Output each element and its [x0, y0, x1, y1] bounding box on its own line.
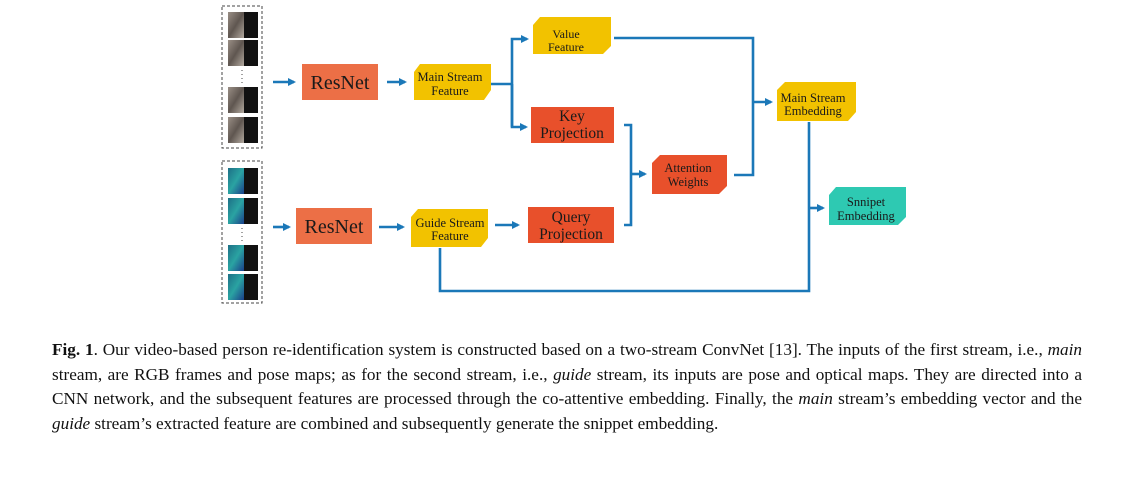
- connectors: [273, 35, 825, 293]
- arrow-to-key-projection: [510, 84, 528, 131]
- caption-emphasis-main-2: main: [798, 389, 833, 408]
- caption-text-5: stream’s extracted feature are combined …: [90, 413, 719, 433]
- main-stream-embedding-node: Main Stream Embedding: [777, 82, 856, 121]
- architecture-diagram: ResNet ResNet Main Stream Feature Guide …: [221, 5, 906, 304]
- caption-text-3: stream, its inputs are pose and optical …: [52, 364, 1082, 409]
- caption-emphasis-guide-1: guide: [553, 364, 592, 384]
- guide-stream-feature-line2: Feature: [431, 229, 469, 243]
- key-projection-node: Key Projection: [531, 107, 614, 143]
- caption-text-4: stream’s embedding vector and the: [832, 389, 1083, 408]
- main-stream-input-frames: [221, 5, 263, 149]
- value-feature-line1: Value: [552, 27, 579, 41]
- attention-weights-line1: Attention: [664, 161, 712, 175]
- snippet-embedding-node: Snnipet Embedding: [829, 187, 906, 225]
- caption-text-1: . Our video-based person re-identificati…: [93, 340, 1048, 359]
- arrow-to-value-feature: [510, 35, 529, 127]
- resnet-top-label: ResNet: [311, 72, 370, 94]
- value-feature-line2: Feature: [548, 40, 584, 54]
- caption-emphasis-main-1: main: [1047, 340, 1082, 359]
- attention-weights-line2: Weights: [668, 175, 709, 189]
- key-projection-line2: Projection: [540, 125, 604, 142]
- snippet-embedding-line2: Embedding: [837, 209, 895, 223]
- caption-text-2: stream, are RGB frames and pose maps; as…: [52, 364, 554, 384]
- main-stream-feature-line2: Feature: [431, 84, 469, 98]
- guide-feature-skip-path: [438, 122, 811, 293]
- guide-stream-feature-node: Guide Stream Feature: [411, 209, 488, 247]
- figure-label: Fig. 1: [52, 340, 94, 359]
- main-stream-feature-line1: Main Stream: [418, 70, 483, 84]
- guide-stream-feature-line1: Guide Stream: [415, 216, 484, 230]
- query-projection-node: Query Projection: [528, 207, 614, 243]
- guide-stream-input-frames: [221, 160, 263, 304]
- main-stream-embedding-line2: Embedding: [784, 104, 842, 118]
- resnet-block-top: ResNet: [302, 64, 378, 100]
- main-stream-embedding-line1: Main Stream: [781, 91, 846, 105]
- main-stream-feature-node: Main Stream Feature: [414, 64, 491, 100]
- query-projection-line1: Query: [552, 209, 591, 226]
- resnet-block-bottom: ResNet: [296, 208, 372, 244]
- caption-emphasis-guide-2: guide: [52, 413, 91, 433]
- value-feature-node: Value Feature: [533, 17, 611, 54]
- resnet-bottom-label: ResNet: [305, 216, 364, 238]
- query-projection-line2: Projection: [539, 226, 603, 243]
- figure-caption: Fig. 1. Our video-based person re-identi…: [52, 338, 1082, 436]
- attention-weights-node: Attention Weights: [652, 155, 727, 194]
- key-projection-line1: Key: [559, 108, 585, 125]
- snippet-embedding-line1: Snnipet: [847, 195, 886, 209]
